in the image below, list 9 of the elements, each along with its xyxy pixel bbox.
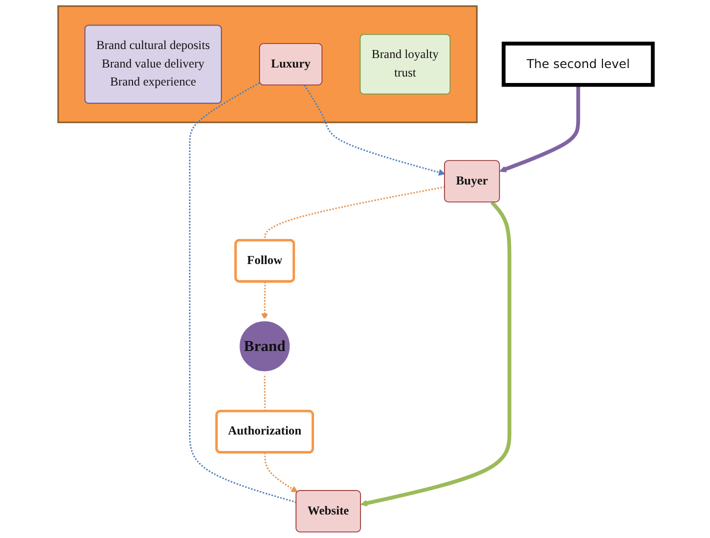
node-box: The second level bbox=[501, 42, 654, 87]
arrow bbox=[303, 84, 445, 176]
arrow bbox=[264, 452, 298, 492]
arrow bbox=[499, 84, 580, 172]
cluster bbox=[56, 5, 478, 124]
connector bbox=[264, 186, 445, 241]
connector bbox=[188, 82, 296, 504]
arrow bbox=[360, 200, 511, 506]
arrow bbox=[260, 282, 268, 320]
